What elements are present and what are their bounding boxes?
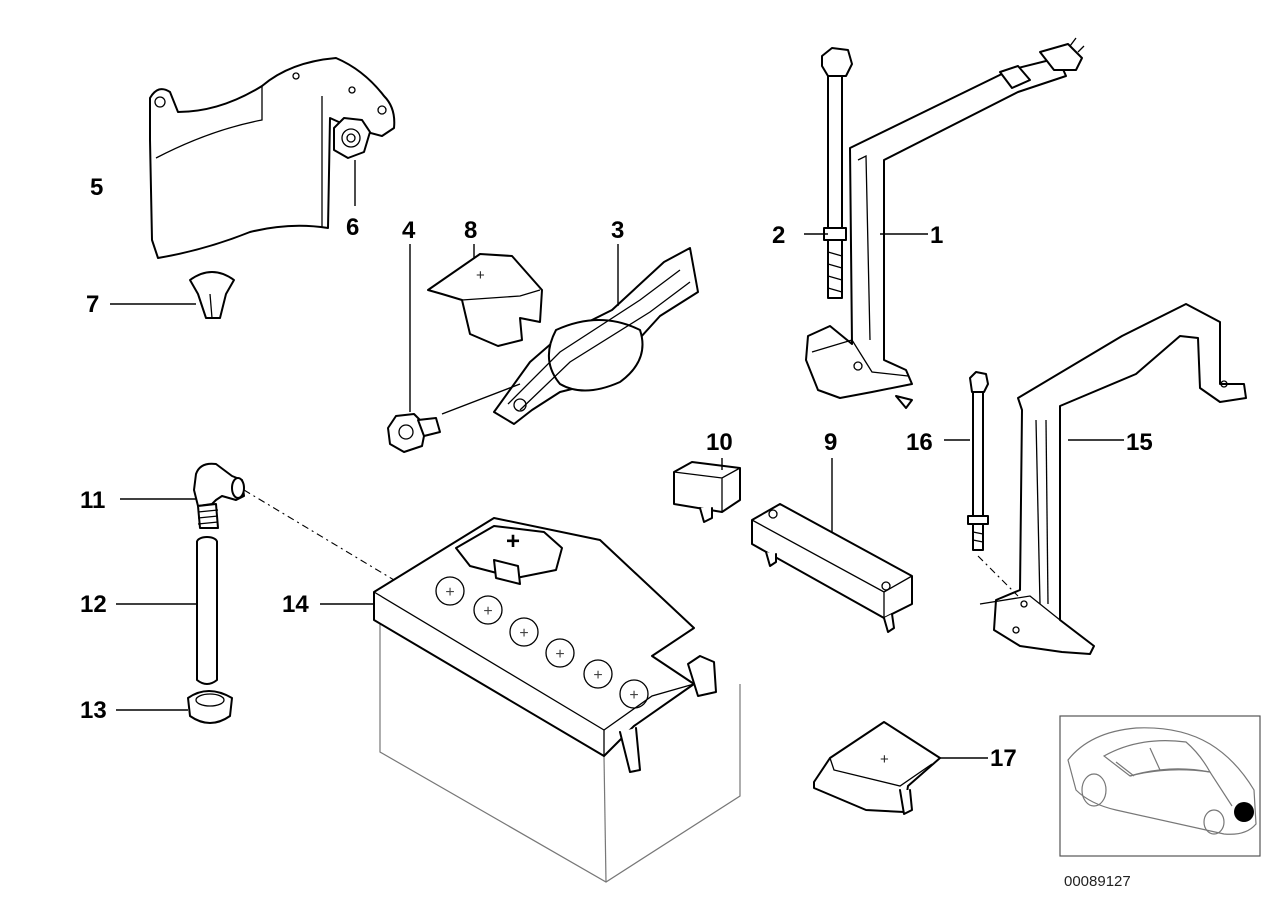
battery-cell-caps (435, 576, 649, 709)
part-16-bolt (944, 371, 1019, 597)
callout-6: 6 (346, 214, 359, 241)
svg-text:+: + (880, 751, 889, 768)
callout-14: 14 (282, 591, 309, 618)
callout-7: 7 (86, 291, 99, 318)
callout-4: 4 (402, 217, 416, 244)
callout-10: 10 (706, 429, 733, 456)
callout-13: 13 (80, 697, 107, 724)
callout-9: 9 (824, 429, 837, 456)
callout-16: 16 (906, 429, 933, 456)
part-15-battery-bracket (979, 303, 1247, 655)
cell-cap-5-mark: + (593, 667, 602, 684)
cell-cap-3-mark: + (519, 625, 528, 642)
callout-12: 12 (80, 591, 107, 618)
cell-cap-6-mark: + (629, 687, 638, 704)
part-4-bolt (387, 244, 521, 453)
part-1-holding-strap (805, 37, 1085, 409)
part-8-bracket: + (427, 244, 543, 347)
part-3-battery-holder (493, 244, 699, 425)
part-9-support-bar (751, 458, 913, 633)
part-2-long-bolt (804, 47, 853, 299)
part-6-nut (333, 117, 371, 206)
battery-plus-mark: + (506, 528, 520, 555)
callout-11: 11 (80, 487, 105, 514)
callout-2: 2 (772, 222, 785, 249)
callout-1: 1 (930, 222, 943, 249)
callout-labels: 1 2 3 4 5 6 7 8 9 10 11 12 13 14 15 16 1… (80, 174, 1153, 772)
callout-3: 3 (611, 217, 624, 244)
part-11-vent-elbow (120, 462, 245, 529)
cell-cap-4-mark: + (555, 646, 564, 663)
part-10-buffer-block (673, 458, 741, 523)
cell-cap-2-mark: + (483, 603, 492, 620)
vehicle-locator-inset (1059, 715, 1261, 857)
callout-5: 5 (90, 174, 103, 201)
callout-15: 15 (1126, 429, 1153, 456)
part-5-cover-panel (149, 57, 396, 259)
part-14-battery: + + + + + + + (243, 489, 741, 883)
svg-text:+: + (476, 267, 485, 284)
cell-cap-1-mark: + (445, 584, 454, 601)
part-17-cover-plate: + (813, 721, 988, 815)
battery-location-marker (1234, 802, 1254, 822)
callout-17: 17 (990, 745, 1017, 772)
diagram-reference-number: 00089127 (1064, 873, 1131, 890)
part-7-expanding-rivet (110, 271, 235, 319)
part-12-vent-hose (116, 536, 218, 685)
callout-8: 8 (464, 217, 477, 244)
part-13-grommet (116, 690, 233, 724)
